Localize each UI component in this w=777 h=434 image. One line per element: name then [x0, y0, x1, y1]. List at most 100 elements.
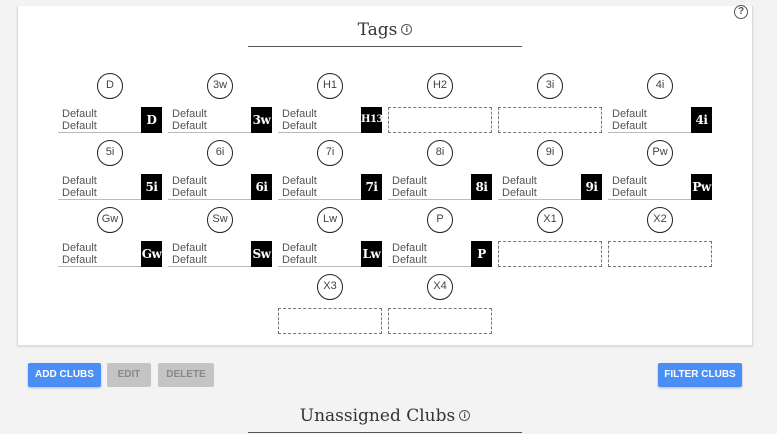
club-slot-line2: Default — [392, 187, 427, 199]
club-tag-circle[interactable]: D — [97, 73, 123, 99]
club-slot-line2: Default — [502, 187, 537, 199]
club-tag-circle[interactable]: 6i — [207, 140, 233, 166]
club-badge: 8i — [471, 174, 492, 200]
club-tag-circle[interactable]: 8i — [427, 140, 453, 166]
club-x2[interactable]: X2 — [608, 207, 712, 267]
empty-club-slot[interactable] — [278, 308, 382, 334]
club-tag-circle[interactable]: Lw — [317, 207, 343, 233]
filter-clubs-button[interactable]: FILTER CLUBS — [658, 363, 742, 387]
club-slot-line2: Default — [172, 187, 207, 199]
club-badge: 3w — [251, 107, 272, 133]
club-slot-line1: Default — [62, 175, 97, 187]
club-x4[interactable]: X4 — [388, 274, 492, 334]
club-slot-line2: Default — [392, 254, 427, 266]
club-tag-circle[interactable]: 3w — [207, 73, 233, 99]
club-tag-circle[interactable]: 5i — [97, 140, 123, 166]
club-tag-circle[interactable]: Sw — [207, 207, 233, 233]
help-icon[interactable]: ? — [734, 5, 748, 19]
empty-club-slot[interactable] — [388, 107, 492, 133]
club-x1[interactable]: X1 — [498, 207, 602, 267]
club-slot-line1: Default — [282, 108, 317, 120]
club-tag-circle[interactable]: 3i — [537, 73, 563, 99]
club-slot-line1: Default — [392, 175, 427, 187]
empty-club-slot[interactable] — [498, 107, 602, 133]
empty-club-slot[interactable] — [388, 308, 492, 334]
delete-button[interactable]: DELETE — [158, 363, 214, 387]
club-badge: P — [471, 241, 492, 267]
club-tag-circle[interactable]: X3 — [317, 274, 343, 300]
club-tag-circle[interactable]: Pw — [647, 140, 673, 166]
club-tag-circle[interactable]: X2 — [647, 207, 673, 233]
club-slot-line1: Default — [502, 175, 537, 187]
empty-club-slot[interactable] — [498, 241, 602, 267]
club-tag-circle[interactable]: 9i — [537, 140, 563, 166]
club-badge: 5i — [141, 174, 162, 200]
tags-title-text: Tags — [357, 20, 398, 40]
club-badge: Lw — [361, 241, 382, 267]
club-tag-circle[interactable]: Gw — [97, 207, 123, 233]
empty-club-slot[interactable] — [608, 241, 712, 267]
info-icon[interactable]: i — [401, 24, 413, 35]
club-tag-circle[interactable]: H1 — [317, 73, 343, 99]
club-tag-circle[interactable]: 7i — [317, 140, 343, 166]
club-badge: D — [141, 107, 162, 133]
club-tag-circle[interactable]: P — [427, 207, 453, 233]
club-slot-line1: Default — [612, 108, 647, 120]
club-tag-circle[interactable]: X1 — [537, 207, 563, 233]
club-slot-line1: Default — [172, 175, 207, 187]
club-badge: 6i — [251, 174, 272, 200]
club-slot-line1: Default — [172, 108, 207, 120]
club-badge: 7i — [361, 174, 382, 200]
club-x3[interactable]: X3 — [278, 274, 382, 334]
edit-button[interactable]: EDIT — [107, 363, 151, 387]
club-3i[interactable]: 3i — [498, 73, 602, 133]
club-slot-line1: Default — [392, 242, 427, 254]
club-slot-line1: Default — [282, 175, 317, 187]
add-clubs-button[interactable]: ADD CLUBS — [28, 363, 101, 387]
info-icon[interactable]: i — [459, 410, 471, 421]
club-tag-circle[interactable]: 4i — [647, 73, 673, 99]
club-tag-circle[interactable]: X4 — [427, 274, 453, 300]
club-h2[interactable]: H2 — [388, 73, 492, 133]
club-slot-line2: Default — [172, 120, 207, 132]
club-tag-circle[interactable]: H2 — [427, 73, 453, 99]
club-slot-line2: Default — [62, 187, 97, 199]
club-slot-line1: Default — [612, 175, 647, 187]
